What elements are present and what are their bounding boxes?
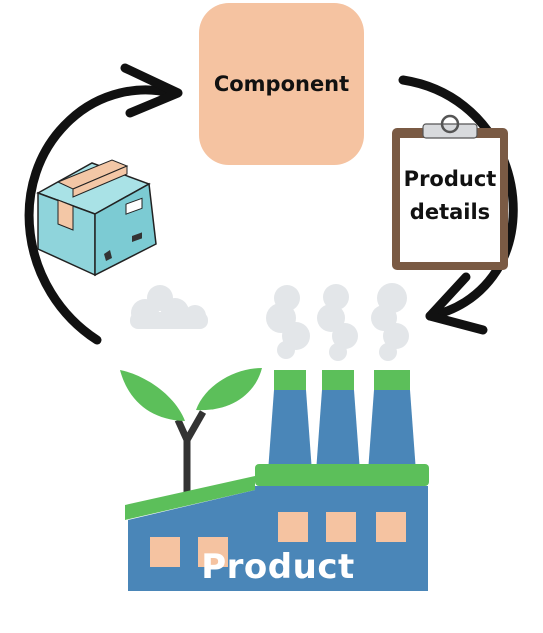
right-cycle-arrow [398,75,518,335]
product-factory-label: Product factory [201,547,355,631]
component-node: Component [199,3,364,165]
left-cycle-arrow [24,63,183,345]
product-details-line1: Product [403,167,497,191]
product-details-line2: details [409,200,491,224]
product-details-label: Product details [398,163,502,229]
component-label: Component [213,72,350,96]
package-box-icon [36,159,157,277]
cycle-diagram: Component Product details Product factor… [24,3,518,591]
clipboard-icon [392,114,508,270]
plant-sprout-icon [120,368,262,492]
smoke-clouds [130,283,409,361]
factory-building [125,370,429,591]
